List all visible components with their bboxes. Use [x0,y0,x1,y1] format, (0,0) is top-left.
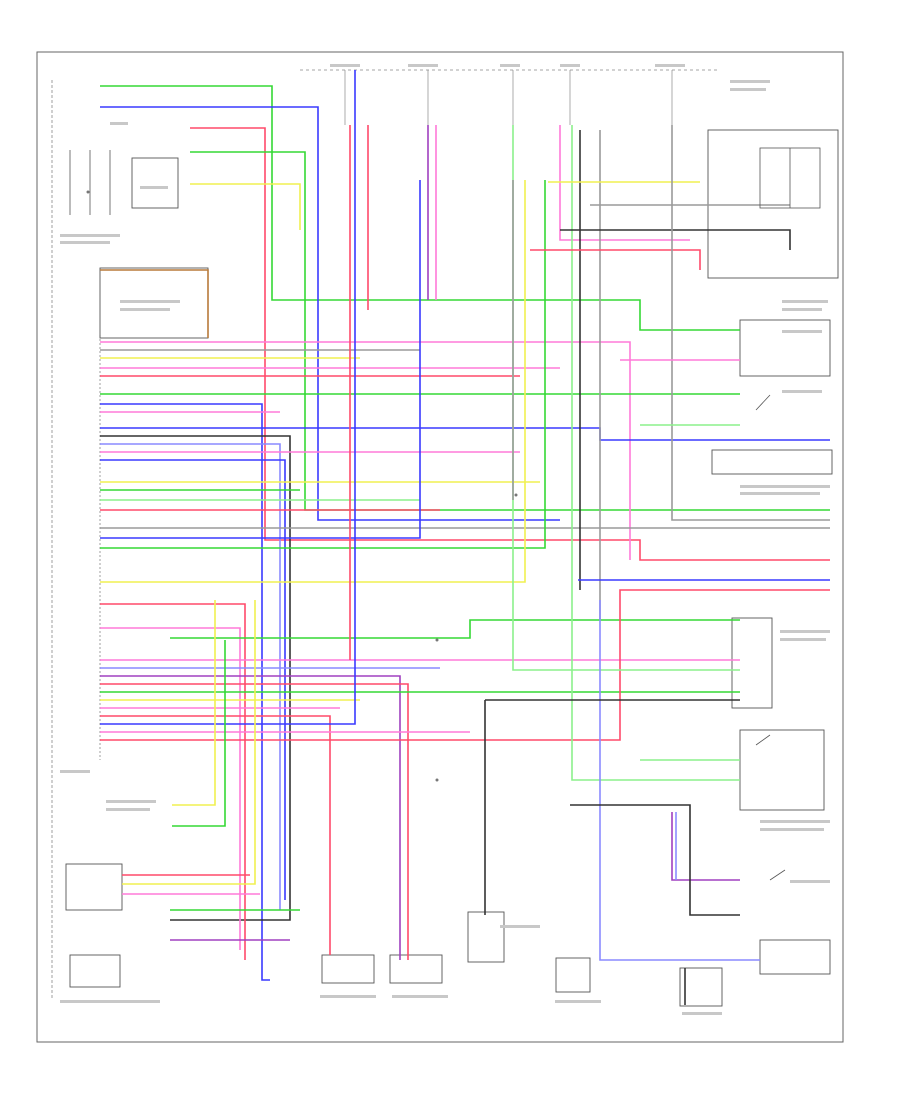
component-box-right-5 [759,939,831,975]
component-box-bottom-5 [679,967,723,1007]
component-box-bottom-3 [467,911,505,963]
component-box-right-1 [739,319,831,377]
component-box-right-3 [731,617,773,709]
illegible-label-marks [60,64,830,1015]
diagram-frame [36,51,844,1043]
component-box-bottom-2 [389,954,443,984]
component-box-bottom-left-1 [65,863,123,911]
connector-icon [86,190,518,782]
component-box-bottom-left-2 [69,954,121,988]
wire-group-vertical [349,125,830,1005]
component-box-bottom-4 [555,957,591,993]
component-box-top-left [131,157,179,209]
wire-group-bottom-left [122,600,300,941]
component-box-bottom-1 [321,954,375,984]
ground-icon [69,150,111,215]
relay-icon [759,147,821,209]
component-box-top-right [707,129,839,279]
switch-icon [755,394,786,881]
component-box-right-4 [739,729,825,811]
top-feed-markers [300,69,720,125]
wire-group-horizontal [100,70,830,981]
component-box-right-2 [711,449,833,475]
